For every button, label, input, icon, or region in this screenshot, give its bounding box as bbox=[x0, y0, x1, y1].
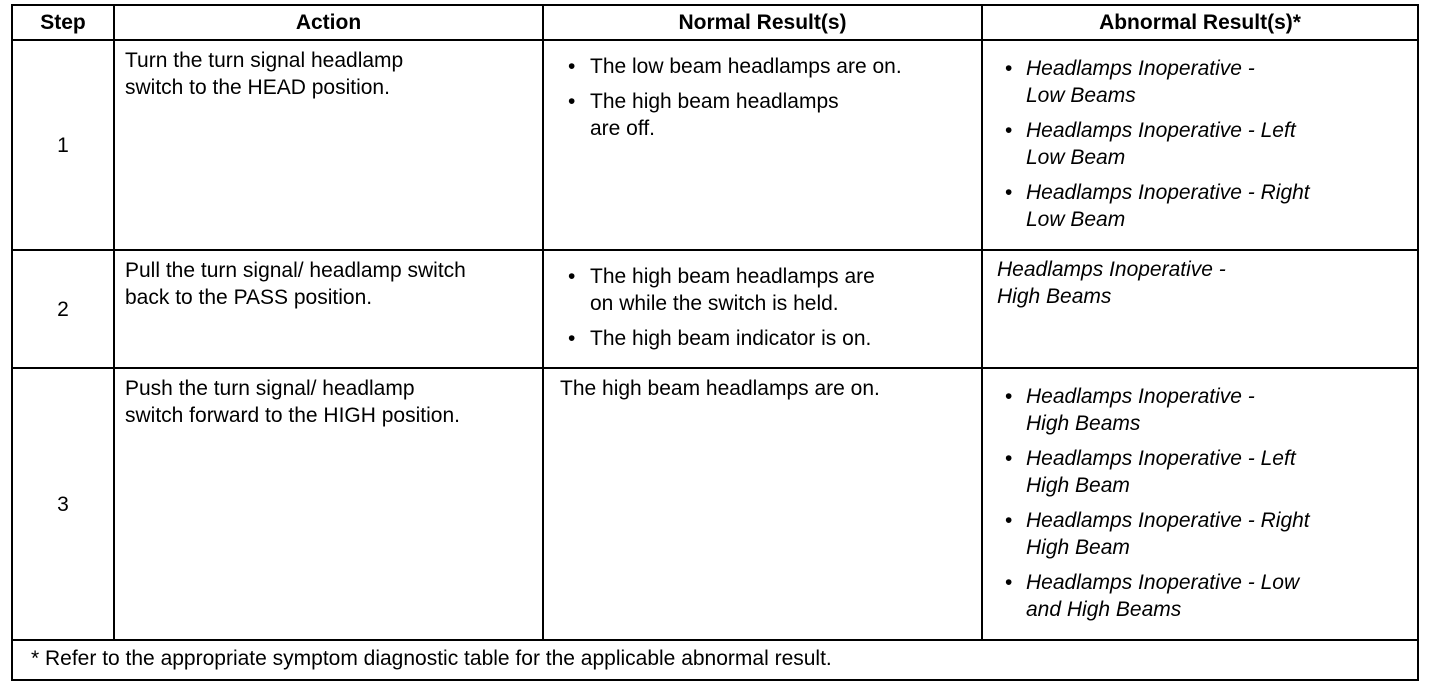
footnote-row: * Refer to the appropriate symptom diagn… bbox=[11, 639, 1419, 681]
table-row: 2 Pull the turn signal/ headlamp switch … bbox=[11, 249, 1419, 369]
abnormal-results: Headlamps Inoperative - Low Beams Headla… bbox=[981, 39, 1419, 251]
list-item: Headlamps Inoperative - High Beams bbox=[997, 383, 1413, 437]
table-row: 3 Push the turn signal/ headlamp switch … bbox=[11, 367, 1419, 641]
normal-results: The low beam headlamps are on. The high … bbox=[542, 39, 983, 251]
list-item: Headlamps Inoperative - Left High Beam bbox=[997, 445, 1413, 499]
list-item: The high beam indicator is on. bbox=[564, 325, 977, 352]
list-item: Headlamps Inoperative - Right High Beam bbox=[997, 507, 1413, 561]
table-row: 1 Turn the turn signal headlamp switch t… bbox=[11, 39, 1419, 251]
list-item: The high beam headlamps are on while the… bbox=[564, 263, 977, 317]
normal-results: The high beam headlamps are on while the… bbox=[542, 249, 983, 369]
header-abnormal-results: Abnormal Result(s)* bbox=[981, 4, 1419, 41]
list-item: Headlamps Inoperative - Left Low Beam bbox=[997, 117, 1413, 171]
action-text: Turn the turn signal headlamp switch to … bbox=[113, 39, 544, 251]
header-action: Action bbox=[113, 4, 544, 41]
step-number: 2 bbox=[11, 249, 115, 369]
normal-results-list: The high beam headlamps are on while the… bbox=[564, 263, 977, 352]
list-item: The low beam headlamps are on. bbox=[564, 53, 977, 80]
abnormal-results-list: Headlamps Inoperative - Low Beams Headla… bbox=[997, 55, 1413, 233]
list-item: Headlamps Inoperative - Low and High Bea… bbox=[997, 569, 1413, 623]
normal-results-list: The low beam headlamps are on. The high … bbox=[564, 53, 977, 142]
step-number: 1 bbox=[11, 39, 115, 251]
list-item: The high beam headlamps are off. bbox=[564, 88, 977, 142]
header-step: Step bbox=[11, 4, 115, 41]
action-text: Pull the turn signal/ headlamp switch ba… bbox=[113, 249, 544, 369]
header-row: Step Action Normal Result(s) Abnormal Re… bbox=[11, 4, 1419, 41]
diagnostic-table: Step Action Normal Result(s) Abnormal Re… bbox=[11, 4, 1419, 681]
list-item: Headlamps Inoperative - Right Low Beam bbox=[997, 179, 1413, 233]
abnormal-results: Headlamps Inoperative - High Beams bbox=[981, 249, 1419, 369]
normal-results: The high beam headlamps are on. bbox=[542, 367, 983, 641]
step-number: 3 bbox=[11, 367, 115, 641]
abnormal-results-list: Headlamps Inoperative - High Beams Headl… bbox=[997, 383, 1413, 623]
footnote: * Refer to the appropriate symptom diagn… bbox=[11, 639, 1419, 681]
header-normal-results: Normal Result(s) bbox=[542, 4, 983, 41]
abnormal-results: Headlamps Inoperative - High Beams Headl… bbox=[981, 367, 1419, 641]
list-item: Headlamps Inoperative - Low Beams bbox=[997, 55, 1413, 109]
action-text: Push the turn signal/ headlamp switch fo… bbox=[113, 367, 544, 641]
